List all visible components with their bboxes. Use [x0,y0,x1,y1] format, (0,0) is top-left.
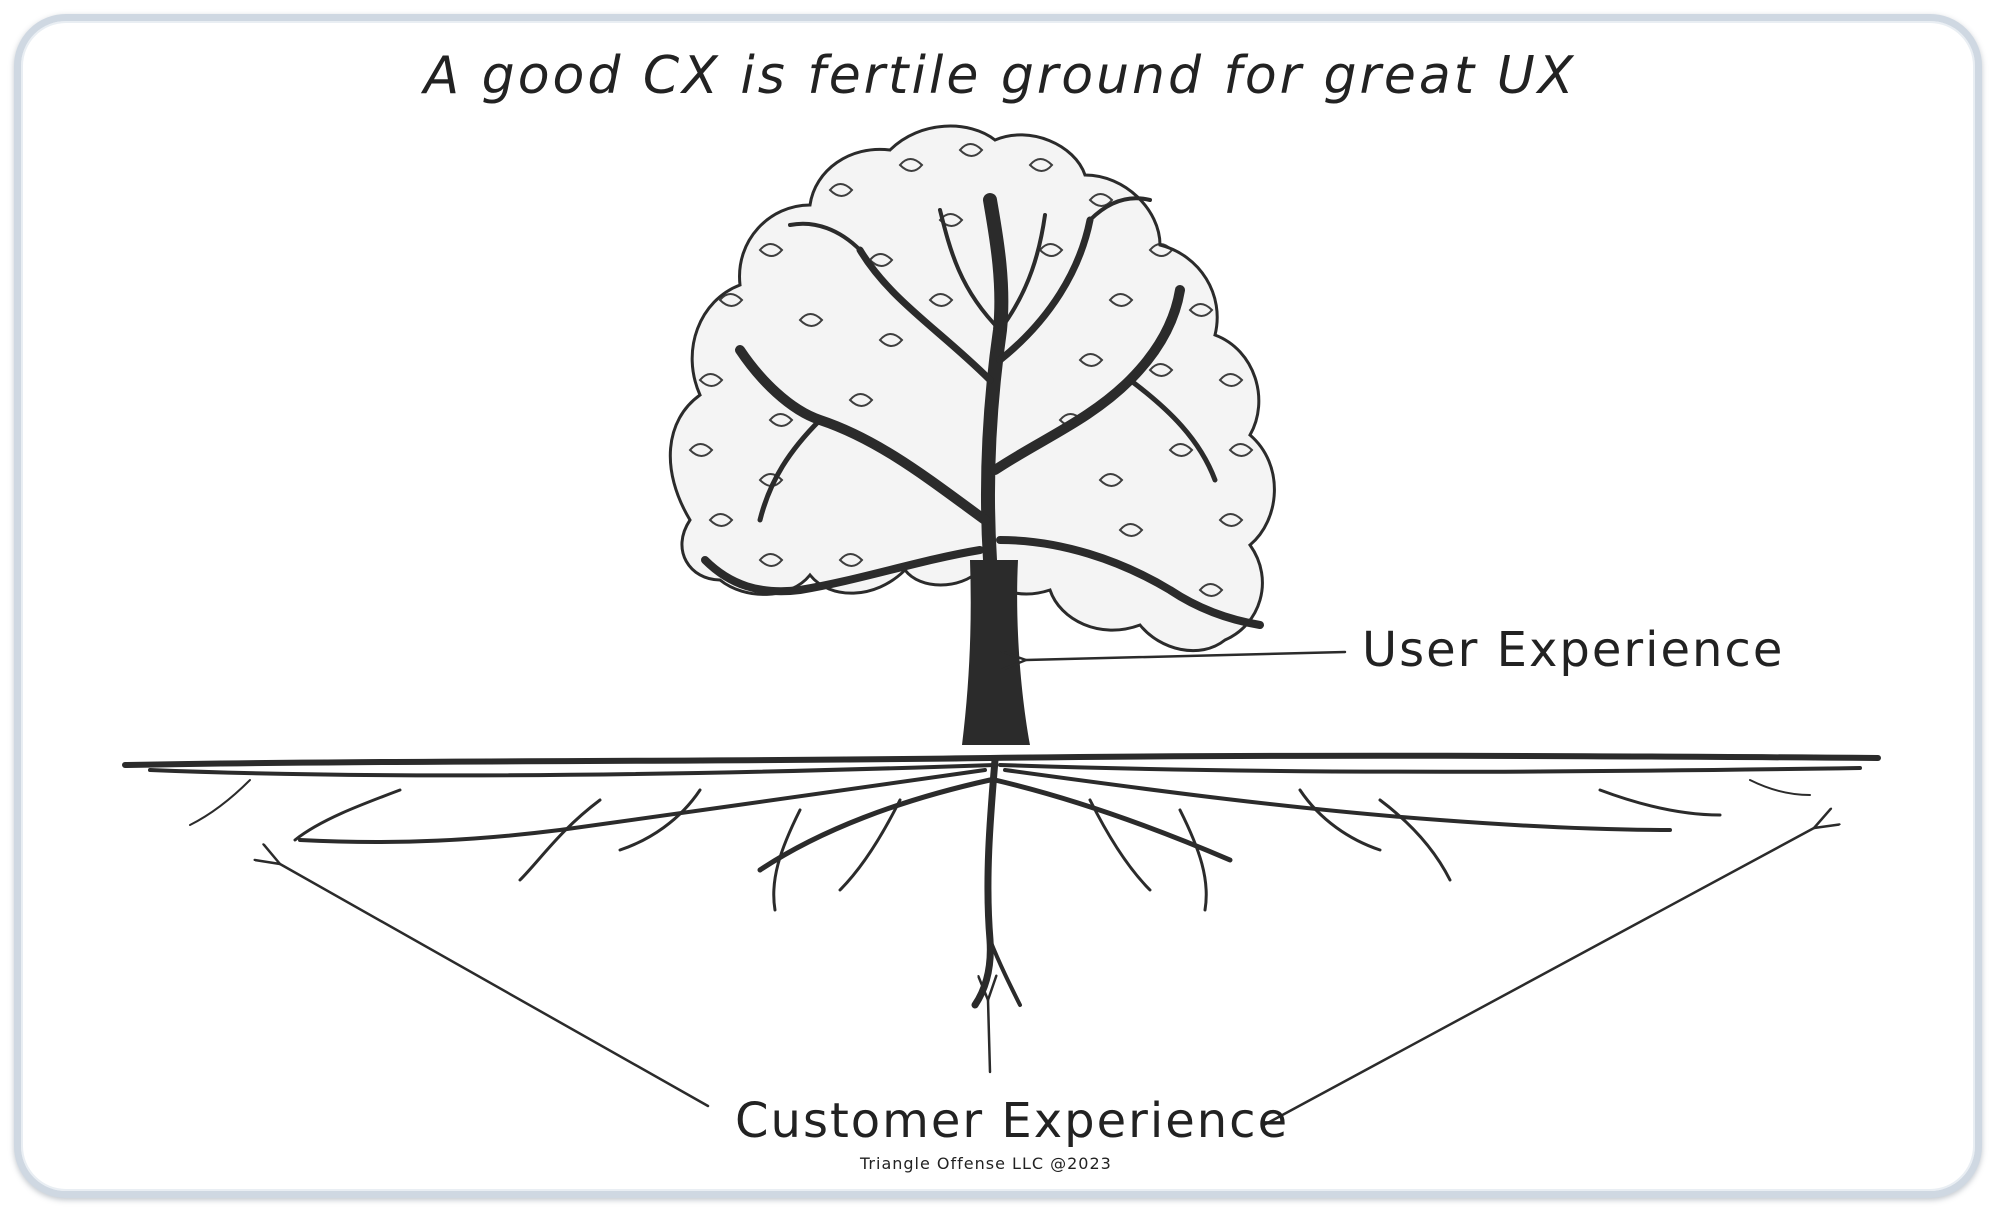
tree-roots [122,752,1881,1009]
tree-canopy [668,124,1276,653]
copyright-credit: Triangle Offense LLC @2023 [860,1154,1112,1173]
arrows [280,652,1814,1128]
tree-trunk [962,560,1030,745]
tree-branches [701,193,1264,629]
arrow-to-taproot [988,1000,990,1074]
diagram-title: A good CX is fertile ground for great UX [423,46,1577,106]
arrow-to-trunk [1026,652,1347,660]
arrow-to-right-roots [1260,828,1814,1128]
label-user-experience: User Experience [1362,622,1785,678]
label-customer-experience: Customer Experience [735,1093,1290,1149]
arrow-to-left-roots [280,864,710,1108]
